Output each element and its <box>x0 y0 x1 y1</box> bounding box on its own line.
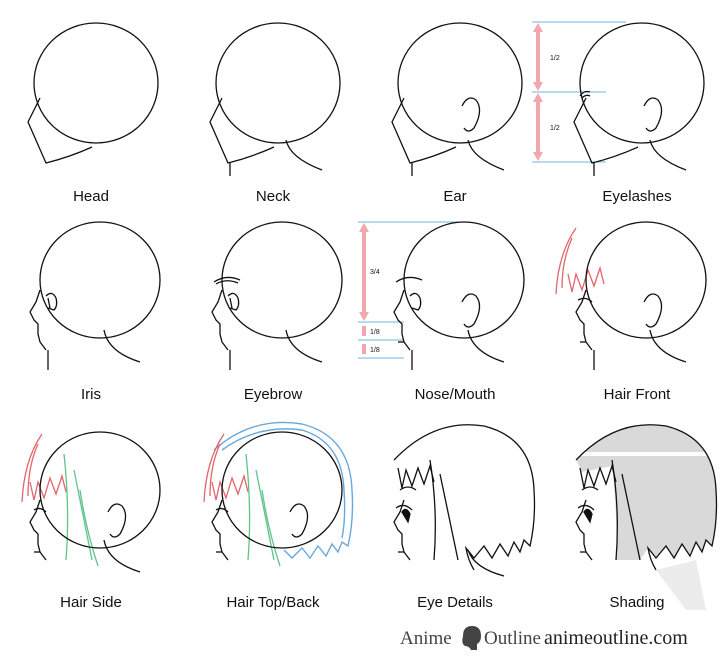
hair-front-strands <box>555 227 605 295</box>
step-eyebrow: Eyebrow <box>182 210 364 410</box>
measure-half-top: 1/2 <box>550 55 560 62</box>
step-nose-mouth: 3/4 1/8 1/8 Nose/Mouth <box>358 210 546 410</box>
eyelash-icon <box>579 90 591 97</box>
hair-front-sketch <box>555 221 707 370</box>
iris-icon <box>45 292 58 311</box>
shading-sketch <box>575 424 722 610</box>
step-label: Eye Details <box>417 594 493 611</box>
step-eyelashes: 1/2 1/2 Eyelashes <box>532 0 728 210</box>
head-sketch <box>27 22 159 164</box>
step-ear: Ear <box>364 0 546 210</box>
step-head: Head <box>0 0 182 210</box>
step-hair-top-back: Hair Top/Back <box>182 410 364 620</box>
step-label: Shading <box>609 594 665 611</box>
anime-head-silhouette-icon <box>462 626 481 650</box>
ear-icon <box>461 97 481 132</box>
hair-side-strands <box>63 453 99 567</box>
step-label: Iris <box>81 386 101 403</box>
brand-footer: Anime Outline animeoutline.com <box>400 624 720 656</box>
eyebrow-sketch <box>211 221 343 370</box>
step-label: Neck <box>255 188 291 205</box>
step-shading: Shading <box>546 410 728 620</box>
measure-eighth-nose: 1/8 <box>370 329 380 336</box>
step-label: Eyebrow <box>243 386 303 403</box>
step-hair-side: Hair Side <box>0 410 182 620</box>
brand-name-first: Anime <box>400 628 452 649</box>
measure-eighth-mouth: 1/8 <box>370 347 380 354</box>
step-label: Nose/Mouth <box>414 386 496 403</box>
step-label: Hair Side <box>60 594 122 611</box>
ear-sketch <box>391 22 523 176</box>
hair-highlight <box>576 452 722 456</box>
hair-back-outline <box>213 421 354 560</box>
step-label: Eyelashes <box>602 188 672 205</box>
measure-three-quarter: 3/4 <box>370 269 380 276</box>
step-neck: Neck <box>182 0 364 210</box>
eyelashes-sketch: 1/2 1/2 <box>532 21 705 176</box>
step-iris: Iris <box>0 210 182 410</box>
neck-sketch <box>209 22 341 176</box>
hair-side-sketch <box>21 431 161 573</box>
nose-mouth-sketch: 3/4 1/8 1/8 <box>358 221 525 370</box>
step-label: Hair Front <box>603 386 671 403</box>
step-hair-front: Hair Front <box>546 210 728 410</box>
step-eye-details: Eye Details <box>364 410 546 620</box>
step-label: Hair Top/Back <box>226 594 320 611</box>
step-label: Head <box>73 188 109 205</box>
brand-name-second: Outline <box>484 628 541 649</box>
hair-top-back-sketch <box>203 421 354 567</box>
iris-sketch <box>29 221 161 370</box>
site-url: animeoutline.com <box>544 627 688 649</box>
hair-shading-fill <box>576 424 717 560</box>
eye-details-sketch <box>393 424 536 577</box>
measure-half-bottom: 1/2 <box>550 125 560 132</box>
eyebrow-icon <box>213 276 241 283</box>
step-label: Ear <box>443 188 467 205</box>
